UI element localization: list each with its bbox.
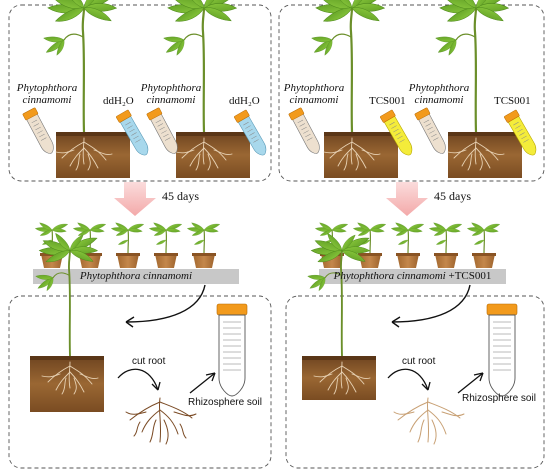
tcs001-tube-icon xyxy=(504,109,540,159)
curve-arrow-left-icon xyxy=(125,284,206,323)
tl-control-label-2: ddH₂O xyxy=(229,95,260,107)
pathogen-tube-icon xyxy=(288,107,324,157)
ddh2o-tube-icon xyxy=(116,109,152,159)
down-arrow-left-icon xyxy=(114,182,156,216)
tr-treatment-label-2: TCS001 xyxy=(494,95,531,107)
cut-root-icon xyxy=(393,397,465,445)
bottom-right-panel xyxy=(285,231,545,469)
rhizosphere-tube-icon xyxy=(486,303,518,397)
bar-label-right-treatment: +TCS001 xyxy=(445,270,492,282)
duration-label-right: 45 days xyxy=(434,189,471,203)
pathogen-name-line2: cinnamomi xyxy=(289,94,339,106)
cut-root-icon xyxy=(125,397,197,445)
rhizosphere-label-right: Rhizosphere soil xyxy=(462,393,536,404)
pathogen-tube-icon xyxy=(146,107,182,157)
pathogen-name-line1: Phytophthora xyxy=(408,82,470,94)
rhizosphere-label-left: Rhizosphere soil xyxy=(188,397,262,408)
pathogen-name-line1: Phytophthora xyxy=(140,82,202,94)
tl-pathogen-label-1: Phytophthora cinnamomi xyxy=(16,82,78,106)
tr-treatment-label-1: TCS001 xyxy=(369,95,406,107)
rhizosphere-tube-icon xyxy=(216,303,248,397)
pathogen-tube-icon xyxy=(22,107,58,157)
tcs001-tube-icon xyxy=(380,109,416,159)
pathogen-name-line1: Phytophthora xyxy=(283,82,345,94)
pathogen-name-line2: cinnamomi xyxy=(146,94,196,106)
tl-control-label-1: ddH₂O xyxy=(103,95,134,107)
label-bar-left xyxy=(33,269,239,284)
bar-label-left: Phytophthora cinnamomi xyxy=(79,270,193,282)
pathogen-name-line2: cinnamomi xyxy=(22,94,72,106)
pathogen-tube-icon xyxy=(414,107,450,157)
bar-label-right-pathogen: Phytophthora cinnamomi xyxy=(333,270,446,282)
tr-pathogen-label-2: Phytophthora cinnamomi xyxy=(408,82,470,106)
bar-label-right: Phytophthora cinnamomi +TCS001 xyxy=(319,270,506,282)
curve-arrow-right-icon xyxy=(391,284,471,323)
label-bar-right xyxy=(319,269,506,284)
bottom-left-panel xyxy=(8,231,272,469)
cut-root-label-left: cut root xyxy=(132,356,166,367)
top-left-panel xyxy=(8,0,272,182)
duration-label-left: 45 days xyxy=(162,189,199,203)
down-arrow-right-icon xyxy=(386,182,428,216)
tr-pathogen-label-1: Phytophthora cinnamomi xyxy=(283,82,345,106)
tl-pathogen-label-2: Phytophthora cinnamomi xyxy=(140,82,202,106)
pathogen-name-line1: Phytophthora xyxy=(16,82,78,94)
pathogen-name-line2: cinnamomi xyxy=(414,94,464,106)
seedlings-right xyxy=(315,221,501,268)
cut-root-label-right: cut root xyxy=(402,356,436,367)
top-right-panel xyxy=(278,0,545,182)
ddh2o-tube-icon xyxy=(234,109,270,159)
